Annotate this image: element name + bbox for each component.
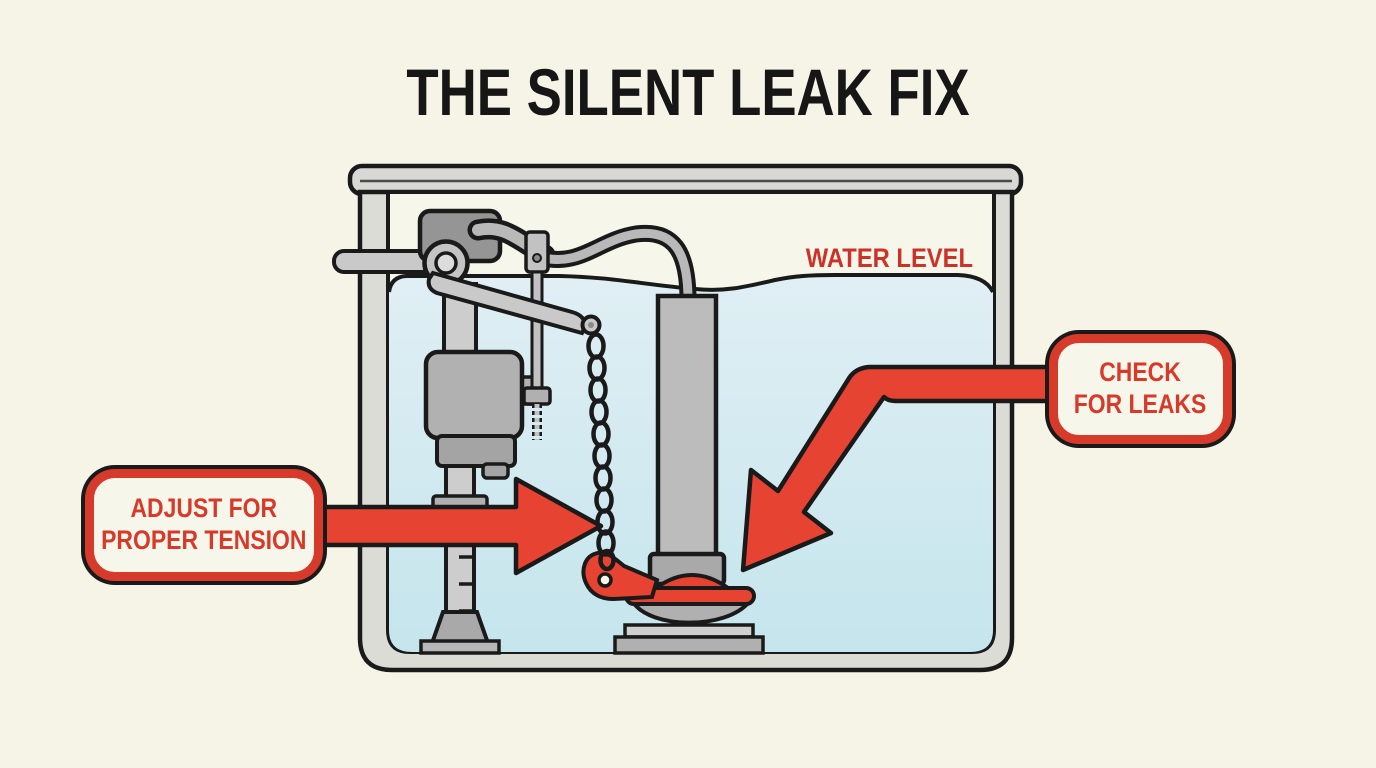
rod-bracket bbox=[524, 230, 550, 274]
lever-arm-tip-hole bbox=[588, 322, 594, 328]
fill-valve-body bbox=[423, 349, 525, 441]
fill-valve-nub bbox=[481, 462, 510, 480]
bracket-screw bbox=[532, 253, 542, 263]
flapper-arm-hole bbox=[597, 572, 613, 588]
overflow-tube bbox=[655, 293, 719, 559]
arrow-adjust-tension bbox=[319, 476, 604, 576]
rod-collar bbox=[522, 386, 552, 406]
pivot-ring-hole bbox=[434, 251, 458, 275]
adjustment-rod bbox=[530, 270, 544, 392]
seat-plate-lower bbox=[613, 635, 765, 655]
arrow-check-leaks bbox=[740, 364, 1061, 573]
float-lever-arm bbox=[426, 270, 588, 336]
water-surface-line bbox=[387, 273, 995, 294]
callout-check-leaks: CHECK FOR LEAKS bbox=[1049, 334, 1232, 444]
fill-valve-lower-box bbox=[435, 434, 517, 468]
seat-plate-upper bbox=[623, 623, 755, 639]
refill-tube bbox=[535, 228, 693, 305]
water-level-label: WATER LEVEL bbox=[805, 243, 974, 273]
callout-check-text: CHECK FOR LEAKS bbox=[1074, 357, 1207, 419]
page-title: THE SILENT LEAK FIX bbox=[406, 55, 970, 129]
callout-adjust-tension: ADJUST FOR PROPER TENSION bbox=[85, 469, 323, 581]
callout-adjust-text: ADJUST FOR PROPER TENSION bbox=[101, 493, 307, 555]
lift-chain bbox=[586, 332, 616, 572]
fill-valve-foot bbox=[419, 639, 501, 655]
